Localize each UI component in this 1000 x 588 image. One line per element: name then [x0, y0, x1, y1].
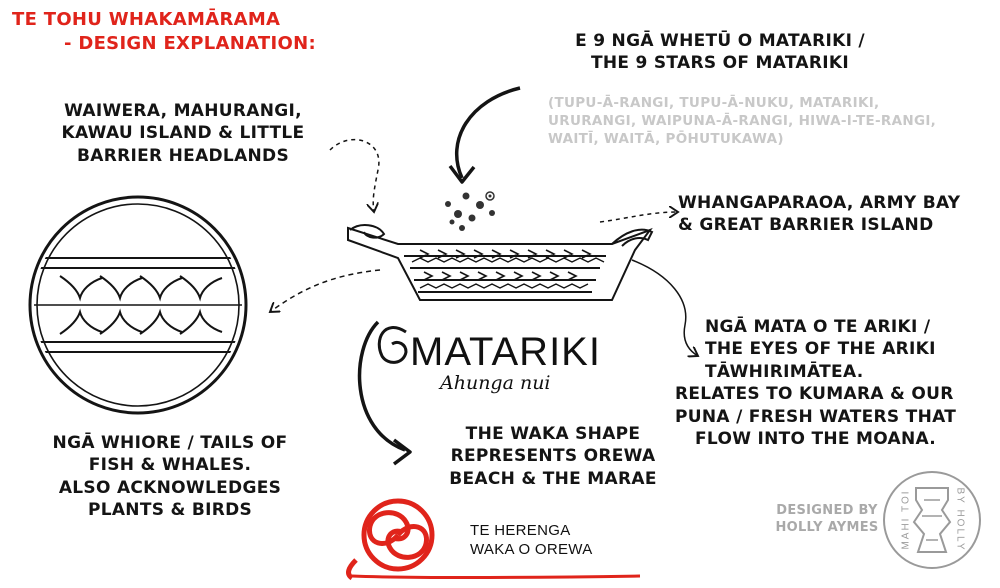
badge-right-text: BY HOLLY — [955, 476, 966, 564]
matariki-stars — [445, 191, 495, 231]
waka-drawing — [347, 224, 654, 301]
designer-credit: DESIGNED BY HOLLY AYMES — [762, 502, 892, 536]
credit-line-1: DESIGNED BY — [776, 503, 878, 518]
matariki-script: Ahunga nui — [440, 372, 551, 394]
title-line-2: - DESIGN EXPLANATION: — [64, 32, 316, 54]
eyes-line-3: TĀWHIRIMĀTEA. — [705, 361, 864, 382]
waka-line-3: BEACH & THE MARAE — [449, 468, 657, 489]
headlands-label: WAIWERA, MAHURANGI, KAWAU ISLAND & LITTL… — [48, 100, 318, 167]
credit-line-2: HOLLY AYMES — [775, 520, 879, 536]
waka-line-2: REPRESENTS OREWA — [450, 446, 656, 467]
tails-line-4: PLANTS & BIRDS — [87, 500, 253, 521]
tails-line-1: NGĀ WHIORE / TAILS OF — [52, 433, 288, 453]
stars-heading: E 9 NGĀ WHETŪ O MATARIKI / THE 9 STARS O… — [555, 30, 885, 75]
headlands-arrow — [329, 139, 380, 212]
star-6 — [459, 225, 465, 231]
eyes-line-6: FLOW INTO THE MOANA. — [695, 429, 937, 450]
title-line-1: TE TOHU WHAKAMĀRAMA — [12, 9, 281, 30]
star-8 — [489, 210, 495, 216]
star-4 — [454, 210, 462, 218]
herenga-line-2: WAKA O OREWA — [470, 540, 593, 558]
headlands-line-2: KAWAU ISLAND & LITTLE — [61, 123, 305, 144]
badge-left: MAHI TOI — [900, 489, 912, 550]
star-1 — [462, 192, 470, 200]
matariki-tagline: Ahunga nui — [440, 372, 551, 394]
stars-arrow-head — [448, 164, 476, 184]
star-9 — [449, 219, 455, 225]
eyes-arrow — [631, 259, 698, 356]
whangaparaoa-line-2: & GREAT BARRIER ISLAND — [678, 215, 934, 236]
star-7 — [445, 201, 451, 207]
stars-line-2: THE 9 STARS OF MATARIKI — [590, 53, 849, 74]
tails-arrow — [270, 269, 381, 312]
star-names-line-1: (TUPU-Ā-RANGI, TUPU-Ā-NUKU, MATARIKI, — [548, 95, 880, 111]
matariki-word: MATARIKI — [410, 330, 601, 374]
eyes-line-2: THE EYES OF THE ARIKI — [705, 339, 936, 360]
badge-left-text: MAHI TOI — [901, 476, 912, 564]
waka-line-1: THE WAKA SHAPE — [465, 424, 641, 444]
matariki-wordmark: MATARIKI — [410, 330, 601, 375]
badge-right: BY HOLLY — [954, 487, 966, 552]
whangaparaoa-label: WHANGAPARAOA, ARMY BAY & GREAT BARRIER I… — [678, 192, 960, 237]
stars-arrow — [455, 86, 521, 179]
star-3 — [485, 191, 495, 201]
waka-arrow-head — [392, 438, 412, 466]
eyes-line-5: PUNA / FRESH WATERS THAT — [675, 406, 957, 427]
matariki-logo-mark — [377, 326, 408, 364]
tails-label: NGĀ WHIORE / TAILS OF FISH & WHALES. ALS… — [30, 432, 310, 522]
herenga-line-1: TE HERENGA — [470, 522, 571, 539]
herenga-koru-logo — [346, 498, 641, 581]
stars-line-1: E 9 NGĀ WHETŪ O MATARIKI / — [575, 31, 865, 51]
star-2 — [476, 201, 484, 209]
waka-arrow — [357, 320, 406, 452]
tails-line-2: FISH & WHALES. — [88, 455, 252, 476]
star-names-line-3: WAITĪ, WAITĀ, PŌHUTUKAWA) — [548, 130, 784, 147]
star-5 — [468, 214, 476, 222]
headlands-line-1: WAIWERA, MAHURANGI, — [64, 101, 302, 121]
eyes-label: NGĀ MATA O TE ARIKI / THE EYES OF THE AR… — [675, 316, 956, 451]
whangaparaoa-line-1: WHANGAPARAOA, ARMY BAY — [678, 193, 961, 213]
headlands-line-3: BARRIER HEADLANDS — [76, 145, 290, 166]
page-title: TE TOHU WHAKAMĀRAMA - DESIGN EXPLANATION… — [12, 8, 316, 56]
eyes-line-1: NGĀ MATA O TE ARIKI / — [705, 317, 931, 337]
designer-badge — [883, 471, 981, 569]
herenga-wordmark: TE HERENGA WAKA O OREWA — [470, 522, 593, 560]
star-names: (TUPU-Ā-RANGI, TUPU-Ā-NUKU, MATARIKI, UR… — [548, 95, 936, 148]
tails-line-3: ALSO ACKNOWLEDGES — [58, 477, 282, 498]
waka-label: THE WAKA SHAPE REPRESENTS OREWA BEACH & … — [428, 423, 678, 490]
star-3-core — [488, 194, 492, 198]
whangaparaoa-arrow — [599, 212, 678, 223]
tails-pattern-circle — [28, 195, 248, 415]
eyes-line-4: RELATES TO KUMARA & OUR — [675, 384, 954, 405]
star-names-line-2: URURANGI, WAIPUNA-Ā-RANGI, HIWA-I-TE-RAN… — [548, 112, 937, 129]
